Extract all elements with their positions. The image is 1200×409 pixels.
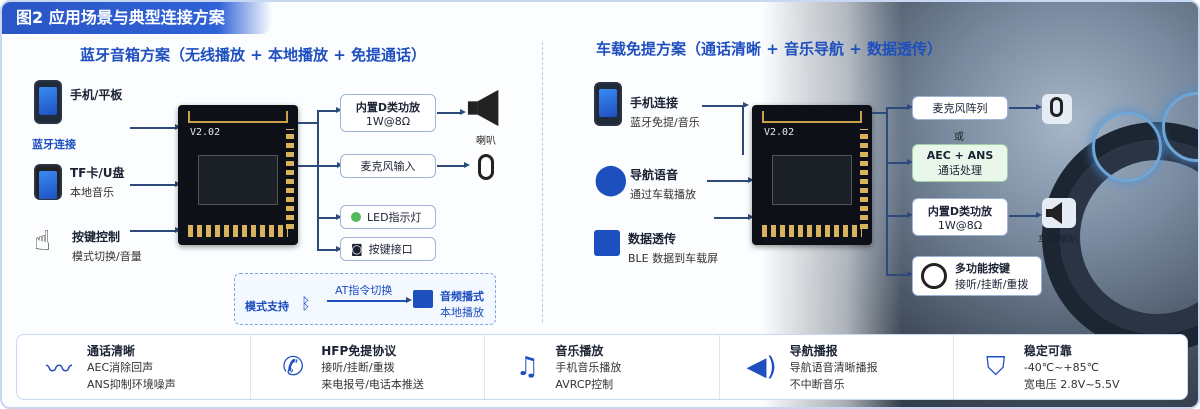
connector-line [707, 177, 754, 183]
connector-line [327, 297, 412, 303]
microphone-icon [478, 154, 494, 180]
right-amp-box: 内置D类功放 1W@8Ω [912, 198, 1008, 236]
aec-box: AEC + ANS 通话处理 [912, 144, 1008, 182]
speaker-icon [1042, 198, 1076, 228]
connector-line [317, 110, 319, 250]
speaker-caption: 喇叭 [476, 136, 496, 147]
connector-line [317, 214, 342, 220]
smartphone-icon [34, 80, 62, 124]
car-speaker-caption: 车载喇叭 [1038, 235, 1078, 246]
connector-line [886, 212, 913, 218]
connector-line [702, 105, 742, 107]
at-mode-box: 模式支持 ᛒ AT指令切换 音频播式 本地播放 [234, 273, 496, 325]
figure-title: 图2 应用场景与典型连接方案 [2, 2, 272, 34]
module-version-label: V2.02 [190, 127, 221, 138]
connector-line [317, 107, 342, 113]
folder-icon [413, 290, 433, 308]
connector-line [298, 122, 318, 124]
feature-item: ◀) 导航播报导航语音清晰播报不中断音乐 [720, 335, 954, 399]
connector-line [130, 227, 181, 233]
connector-line [130, 124, 181, 130]
touch-icon: ☝ [34, 224, 52, 257]
connector-line [1009, 104, 1042, 110]
left-amp-box: 内置D类功放 1W@8Ω [340, 94, 436, 132]
bt-module-image: V2.02 [752, 105, 872, 245]
bluetooth-connect-caption: 蓝牙连接 [32, 138, 76, 151]
left-input-tf: TF卡/U盘本地音乐 [34, 164, 125, 200]
connector-line [437, 162, 470, 168]
left-section-title: 蓝牙音箱方案（无线播放 + 本地播放 + 免提通话） [80, 46, 427, 64]
right-input-phone: 手机连接蓝牙免提/音乐 [594, 82, 700, 130]
left-mic-box: 麦克风输入 [340, 154, 436, 178]
camera-icon: ◙ [351, 242, 363, 256]
connector-line [1009, 212, 1042, 218]
led-icon [351, 212, 361, 222]
connector-line [886, 159, 913, 165]
right-section-title: 车载免提方案（通话清晰 + 音乐导航 + 数据透传） [596, 40, 943, 58]
connector-line [886, 107, 888, 275]
steering-wheel-icon [921, 263, 947, 289]
left-input-phone: 手机/平板 [34, 80, 122, 124]
mic-array-box: 麦克风阵列 [912, 96, 1008, 120]
connector-line [298, 162, 343, 168]
speaker-icon [467, 89, 499, 127]
key-port-box: ◙ 按键接口 [340, 237, 436, 261]
bluetooth-icon: ᛒ [301, 294, 311, 313]
connector-line [872, 112, 886, 114]
module-version-label: V2.02 [764, 127, 795, 138]
music-note-icon: ♫ [515, 352, 540, 382]
connector-line [714, 214, 754, 220]
connector-line [317, 246, 342, 252]
right-input-nav: ⬤ 导航语音通过车载播放 [594, 162, 696, 201]
feature-item: ✆ HFP免提协议接听/挂断/重拨来电报号/电话本推送 [251, 335, 486, 399]
waveform-icon: 〰 [45, 354, 72, 385]
sd-card-icon [34, 164, 62, 200]
section-divider [542, 42, 543, 322]
connector-line [886, 271, 913, 277]
smartphone-icon [594, 82, 622, 126]
bt-module-image: V2.02 [178, 105, 298, 245]
connector-line [437, 109, 466, 115]
microphone-icon [1042, 94, 1072, 124]
gauge-image [1092, 112, 1162, 182]
led-box: LED指示灯 [340, 205, 436, 229]
connector-line [130, 181, 181, 187]
location-pin-icon: ⬤ [594, 162, 628, 197]
or-label: 或 [954, 132, 964, 143]
shield-check-icon: ⛉ [986, 351, 1006, 382]
speaker-icon: ◀) [746, 352, 777, 382]
connector-line [742, 102, 747, 155]
phone-icon: ✆ [282, 352, 305, 382]
left-input-keys: ☝ 按键控制模式切换/音量 [34, 224, 142, 263]
multi-key-box: 多功能按键接听/挂断/重拨 [912, 256, 1042, 296]
connector-line [886, 104, 913, 110]
bar-chart-icon [594, 230, 620, 256]
